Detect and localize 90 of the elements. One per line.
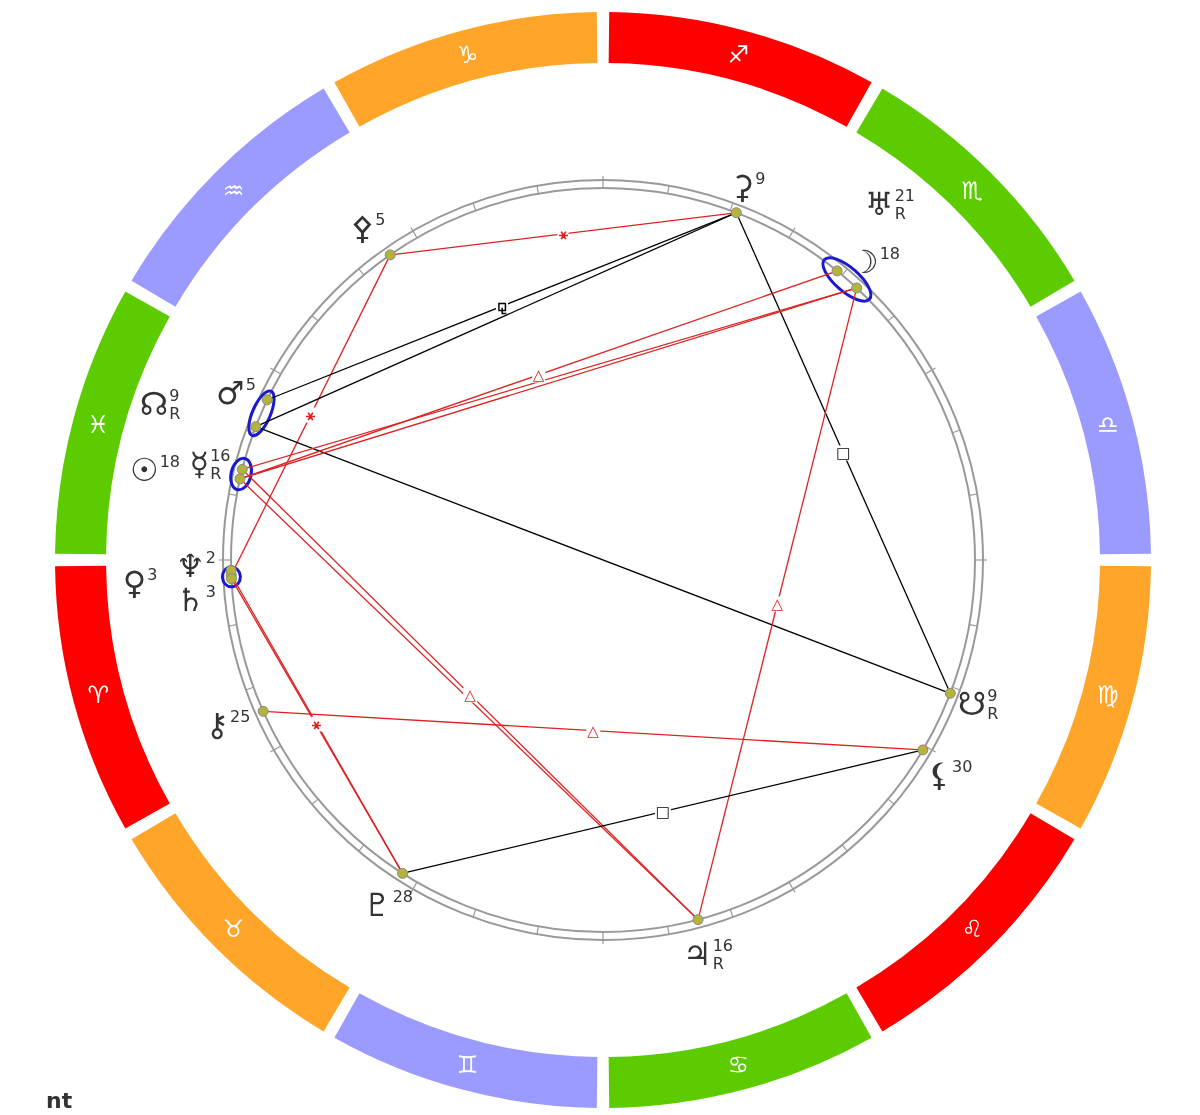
zodiac-segment [55,565,170,829]
aspect-symbol: ⚹ [305,407,317,423]
degree-number: 16 [210,447,231,465]
aspect-line [394,212,732,255]
degree-number: 30 [952,758,973,776]
zodiac-segment [856,88,1075,307]
planet-glyph: ☊ [139,387,169,421]
degree-number: 9 [987,687,999,705]
zodiac-segment [131,813,350,1032]
aspect-line [698,292,857,916]
planet-point [730,207,742,219]
zodiac-glyph: ♈ [87,681,110,710]
planet-glyph: ☉ [130,453,159,487]
retrograde-mark: R [894,205,907,223]
planet-glyph: ☽ [850,245,879,279]
degree-number: 5 [245,376,256,394]
zodiac-glyph: ♐ [727,41,749,70]
zodiac-glyph: ♎ [1096,410,1119,439]
planet-point [236,463,248,475]
planet-glyph: ♇ [363,888,392,922]
cut-off-text: nt [46,1088,73,1113]
zodiac-glyph: ♍ [1096,681,1119,710]
aspect-line [267,710,919,751]
degree-number: 9 [755,170,766,188]
planet-point [851,282,863,294]
planet-glyph: ♆ [176,549,205,583]
aspect-line [406,750,919,873]
planet-glyph: ⚸ [927,758,952,792]
zodiac-glyph: ♋ [727,1050,749,1079]
zodiac-glyph: ♓ [87,410,110,439]
planet-point [261,394,273,406]
zodiac-glyph: ♒ [222,176,245,205]
retrograde-mark: R [169,405,181,423]
aspect-line [259,427,947,693]
planet-point [234,473,246,485]
degree-number: 18 [879,245,900,263]
planet-glyph: ⚴ [350,211,375,245]
planet-point [831,265,843,277]
planet-glyph: ☋ [957,687,987,721]
zodiac-glyph: ♑ [457,41,479,70]
planet-point [397,867,409,879]
planet-glyph: ♃ [683,937,712,971]
degree-number: 3 [205,583,216,601]
planet-point [384,249,396,261]
zodiac-segment [1036,565,1151,829]
degree-number: 21 [894,187,915,205]
planet-glyph: ⚳ [730,170,755,204]
zodiac-segment [334,993,598,1108]
degree-number: 3 [147,566,158,584]
aspect-symbol: □ [835,445,852,461]
degree-number: 18 [159,453,180,471]
degree-number: 28 [392,888,413,906]
aspect-line [259,214,733,426]
planet-point [250,421,262,433]
aspect-symbol: □ [654,804,671,820]
aspect-symbol: △ [770,596,785,612]
aspect-line [271,213,733,399]
aspect-line [737,216,949,690]
planet-point [257,705,269,717]
zodiac-glyph: ♊ [457,1050,479,1079]
zodiac-glyph: ♌ [961,915,984,944]
planet-glyph: ♄ [176,583,205,617]
retrograde-mark: R [987,705,999,723]
degree-number: 9 [169,387,181,405]
aspect-symbol: △ [463,687,477,702]
planet-glyph: ♂ [216,376,245,410]
degree-number: 25 [230,708,251,726]
aspect-symbol: △ [586,723,600,739]
planet-point [944,687,956,699]
degree-number: 16 [712,937,733,955]
zodiac-segment [856,813,1075,1032]
planet-glyph: ⚷ [205,708,230,742]
zodiac-glyph: ♏ [961,176,984,205]
retrograde-mark: R [712,955,725,973]
retrograde-mark: R [210,465,223,483]
planet-point [692,914,704,926]
degree-number: 5 [375,211,386,229]
aspect-symbol: △ [531,367,546,383]
zodiac-segment [1036,291,1151,555]
zodiac-segment [131,88,350,307]
planet-point [917,744,929,756]
planet-glyph: ♅ [865,187,894,221]
zodiac-glyph: ♉ [222,915,245,944]
aspect-symbol: ⚹ [311,716,323,732]
zodiac-segment [608,993,872,1108]
planet-glyph: ☿ [189,447,210,481]
degree-number: 2 [205,549,216,567]
zodiac-segment [334,12,598,127]
zodiac-segment [608,12,872,127]
planet-glyph: ♀ [122,566,147,600]
